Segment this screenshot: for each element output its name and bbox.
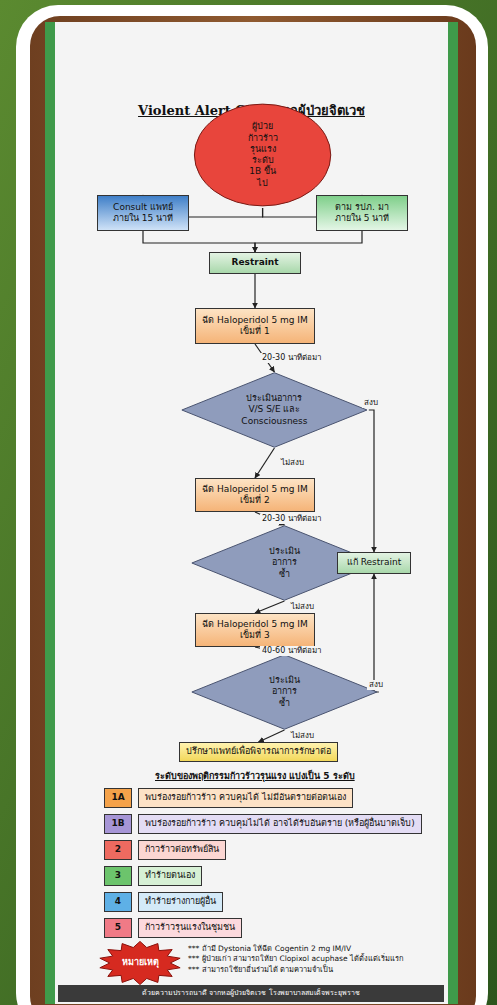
node-text: ด้วยความปรารถนาดี จากหอผู้ป่วยจิตเวช โรง… [142,989,359,998]
node-text: 2 [115,844,121,855]
flow-connector [255,601,284,613]
process-box: Consult แพทย์ ภายใน 15 นาที [97,195,189,231]
node-text: ก้าวร้าวรุนแรงในชุมชน [145,922,235,933]
node-text: ตาม รปภ. มา ภายใน 5 นาที [321,202,403,225]
node-text: แก้ Restraint [347,557,401,568]
level-badge: 4 [104,892,132,912]
node-text: ฉีด Haloperidol 5 mg IM เข็มที่ 1 [200,315,310,338]
edge-label: 20-30 นาทีต่อมา [260,514,323,524]
injection-box: ฉีด Haloperidol 5 mg IM เข็มที่ 3 [195,613,315,647]
note-text: *** สามารถใช้ยาอื่นร่วมได้ ตามความจำเป็น [188,965,444,974]
edge-label: 20-30 นาทีต่อมา [260,353,323,363]
node-text: ประเมินอาการ V/S S/E และ Consciousness [241,393,307,427]
legend-heading: ระดับของพฤติกรรมก้าวร้าวรุนแรง แบ่งเป็น … [155,771,355,782]
node-text: พบร่องรอยก้าวร้าว ควบคุมไม่ได้ อาจได้รับ… [145,818,415,829]
consult-box: ปรึกษาแพทย์เพื่อพิจารณาการรักษาต่อ [179,742,338,762]
poster-stripe [45,22,55,1004]
node-text: ฉีด Haloperidol 5 mg IM เข็มที่ 2 [200,484,310,507]
note-starburst: หมายเหตุ [98,941,182,985]
level-description: พบร่องรอยก้าวร้าว ควบคุมได้ ไม่มีอันตราย… [138,788,353,808]
flow-connector [143,231,255,252]
level-badge: 1A [104,788,132,808]
level-badge: 3 [104,866,132,886]
poster-sheet [45,22,458,1004]
wood-wall [30,16,476,1005]
node-text: ประเมินอาการ ซ้ำ [269,675,300,709]
node-text: ก้าวร้าวต่อทรัพย์สิน [145,844,219,855]
node-text: ประเมินอาการ ซ้ำ [269,546,300,580]
decision-diamond: ประเมินอาการ V/S S/E และ Consciousness [180,372,369,448]
node-text: Consult แพทย์ ภายใน 15 นาที [102,202,184,225]
process-box: Restraint [209,252,301,274]
node-text: ปรึกษาแพทย์เพื่อพิจารณาการรักษาต่อ [186,746,331,757]
node-text: ทำร้ายตนเอง [145,870,195,881]
level-badge: 1B [104,814,132,834]
note-text: *** ถ้ามี Dystonia ให้ฉีด Cogentin 2 mg … [188,944,444,953]
node-text: ทำร้ายร่างกายผู้อื่น [145,896,216,907]
flow-connector [369,410,374,552]
injection-box: ฉีด Haloperidol 5 mg IM เข็มที่ 1 [195,308,315,344]
node-text: 1B [111,818,124,829]
level-description: ก้าวร้าวรุนแรงในชุมชน [138,918,242,938]
decision-diamond: ประเมินอาการ ซ้ำ [190,654,379,730]
level-badge: 5 [104,918,132,938]
node-text: หมายเหตุ [122,957,159,968]
level-description: พบร่องรอยก้าวร้าว ควบคุมไม่ได้ อาจได้รับ… [138,814,422,834]
start-oval: ผู้ป่วยก้าวร้าวรุนแรง ระดับ 1B ขึ้นไป [193,102,332,208]
flow-connector [259,730,285,742]
flow-connector [254,274,255,308]
process-box: แก้ Restraint [337,552,411,574]
injection-box: ฉีด Haloperidol 5 mg IM เข็มที่ 2 [195,478,315,512]
footer-band: ด้วยความปรารถนาดี จากหอผู้ป่วยจิตเวช โรง… [58,985,444,1002]
edge-label: ไม่สงบ [279,458,306,468]
edge-label: 40-60 นาทีต่อมา [260,646,323,656]
edge-label: ไม่สงบ [289,602,316,612]
level-description: ทำร้ายตนเอง [138,866,202,886]
edge-label: สงบ [367,680,385,690]
flow-connector [255,448,274,478]
level-badge: 2 [104,840,132,860]
node-text: Restraint [232,257,279,268]
node-text: ฉีด Haloperidol 5 mg IM เข็มที่ 3 [200,619,310,642]
white-frame [16,5,488,1005]
edge-label: สงบ [362,398,380,408]
flow-connector [374,574,379,692]
node-text: 1A [111,792,124,803]
node-text: 5 [115,922,121,933]
node-text: พบร่องรอยก้าวร้าว ควบคุมได้ ไม่มีอันตราย… [145,792,346,803]
process-box: ตาม รปภ. มา ภายใน 5 นาที [316,195,408,231]
note-text: *** ผู้ป่วยเก่า สามารถให้ยา Clopixol acu… [188,954,444,963]
poster-stripe [448,22,458,1004]
level-description: ทำร้ายร่างกายผู้อื่น [138,892,223,912]
node-text: 4 [115,896,121,907]
level-description: ก้าวร้าวต่อทรัพย์สิน [138,840,226,860]
flow-connector [255,231,362,252]
node-text: 3 [115,870,121,881]
edge-label: ไม่สงบ [289,731,316,741]
node-text: ผู้ป่วยก้าวร้าวรุนแรง ระดับ 1B ขึ้นไป [248,121,278,189]
